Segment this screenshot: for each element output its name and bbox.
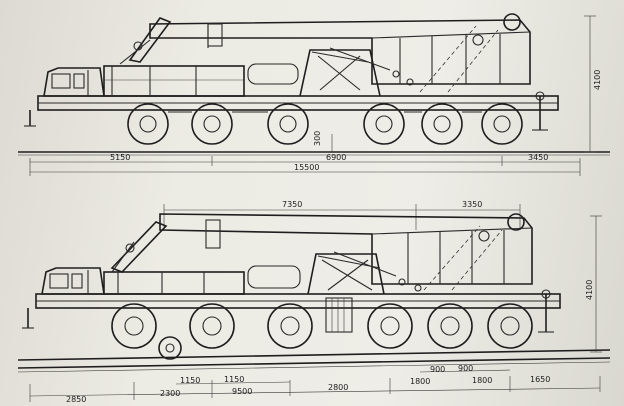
bottom-wheels: [111, 303, 533, 349]
bottom-wheel-2: [189, 303, 235, 349]
bottom-rear-gap-3-label: 900: [458, 364, 473, 373]
bottom-boom-head-pulley: [507, 213, 525, 231]
bottom-fuel-tank: [247, 265, 301, 289]
top-height-dim-label: 4100: [593, 70, 602, 90]
bottom-crane-drawing: 7350 3350: [17, 200, 611, 404]
bottom-mid-span-label: 2800: [328, 383, 348, 392]
bottom-wheel-3: [267, 303, 313, 349]
top-wheel-2: [191, 103, 233, 145]
bottom-ground-line: [17, 349, 611, 361]
top-wheel-5: [421, 103, 463, 145]
bottom-axle-gap-1-label: 2300: [160, 389, 180, 398]
top-fuel-tank: [247, 63, 299, 85]
bottom-rear-gap-2-label: 900: [430, 365, 445, 374]
top-clearance-dim-label: 300: [313, 131, 322, 146]
top-engine-housing: [103, 65, 245, 97]
top-rear-overhang-label: 3450: [528, 153, 548, 162]
bottom-rear-overhang-label: 1650: [530, 375, 550, 384]
bottom-wheel-1: [111, 303, 157, 349]
top-cab-window: [51, 73, 71, 89]
top-overall-length-label: 15500: [294, 163, 319, 172]
bottom-wheel-5: [427, 303, 473, 349]
top-boom: [149, 19, 531, 85]
top-boom-head-pulley: [503, 13, 521, 31]
bottom-boom-section-b-label: 3350: [462, 200, 482, 209]
bottom-engine-housing: [103, 271, 245, 295]
top-wheel-1: [127, 103, 169, 145]
bottom-rear-gap-4-label: 1800: [472, 376, 492, 385]
top-wheel-3: [267, 103, 309, 145]
bottom-axle-gap-2-label: 1150: [180, 376, 200, 385]
bottom-height-dim-label: 4100: [585, 280, 594, 300]
top-driver-cab: [43, 67, 105, 97]
bottom-boom: [159, 213, 533, 285]
top-crane-drawing: 4100 300 5150 6900 3450 15500: [18, 13, 610, 176]
top-wheel-6: [481, 103, 523, 145]
top-wheels: [127, 103, 523, 145]
top-turntable-frame: [299, 49, 381, 97]
bottom-wheel-4: [367, 303, 413, 349]
bottom-turntable-frame: [307, 253, 385, 295]
bottom-luffing-cylinder: [110, 221, 168, 273]
bottom-rail-wheel: [158, 336, 182, 360]
bottom-driver-cab: [41, 267, 105, 295]
bottom-winch-box: [325, 297, 353, 333]
bottom-rear-gap-1-label: 1800: [410, 377, 430, 386]
bottom-wheel-6: [487, 303, 533, 349]
top-front-span-label: 5150: [110, 153, 130, 162]
bottom-front-overhang-label: 2850: [66, 395, 86, 404]
top-middle-span-label: 6900: [326, 153, 346, 162]
top-luffing-cylinder: [128, 17, 172, 63]
top-wheel-4: [363, 103, 405, 145]
bottom-boom-section-a-label: 7350: [282, 200, 302, 209]
bottom-cab-window: [49, 273, 69, 289]
bottom-axle-gap-3-label: 1150: [224, 375, 244, 384]
bottom-wheelbase-group-label: 9500: [232, 387, 252, 396]
